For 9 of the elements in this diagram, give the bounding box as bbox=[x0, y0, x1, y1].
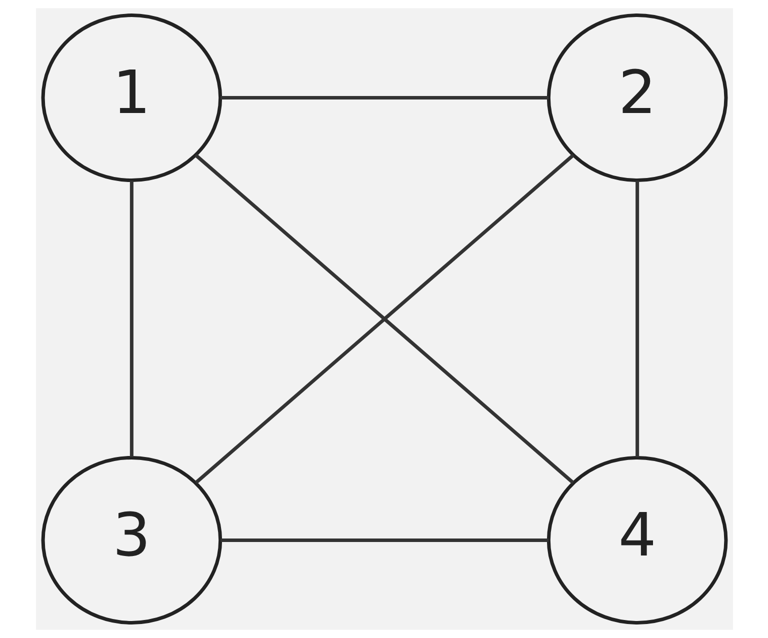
connector bbox=[220, 96, 548, 100]
node-circle: 2 bbox=[546, 14, 728, 182]
node-circle: 3 bbox=[40, 456, 222, 624]
connector bbox=[635, 180, 639, 458]
node-circle: 4 bbox=[546, 456, 728, 624]
connector bbox=[129, 180, 133, 458]
connector bbox=[220, 538, 548, 542]
node-circle: 1 bbox=[40, 14, 222, 182]
connector bbox=[194, 154, 574, 484]
